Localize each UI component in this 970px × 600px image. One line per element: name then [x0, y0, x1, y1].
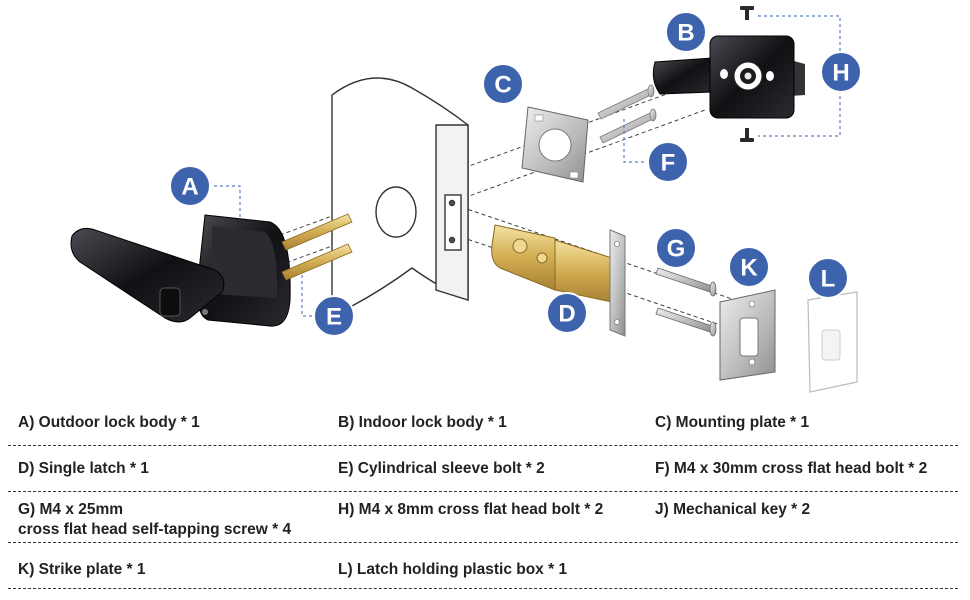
part-a-label: A) Outdoor lock body * 1 — [18, 414, 200, 431]
badge-f: F — [647, 141, 689, 183]
part-f-label: F) M4 x 30mm cross flat head bolt * 2 — [655, 460, 928, 477]
m4x8-bolts — [740, 6, 754, 142]
svg-text:K: K — [740, 255, 758, 282]
parts-row: G) M4 x 25mm cross flat head self-tappin… — [8, 492, 958, 543]
badge-c: C — [482, 63, 524, 105]
parts-row: K) Strike plate * 1 L) Latch holding pla… — [8, 543, 958, 589]
indoor-lock-body — [652, 35, 805, 119]
badge-l: L — [807, 257, 849, 299]
badge-g: G — [655, 227, 697, 269]
svg-text:H: H — [832, 60, 849, 87]
part-g-label: G) M4 x 25mm cross flat head self-tappin… — [18, 501, 292, 538]
part-h-label: H) M4 x 8mm cross flat head bolt * 2 — [338, 501, 604, 518]
self-tapping-screws — [655, 267, 717, 337]
part-c-label: C) Mounting plate * 1 — [655, 414, 810, 431]
badge-d: D — [546, 292, 588, 334]
badge-b: B — [665, 11, 707, 53]
badge-h: H — [820, 51, 862, 93]
leader-lines — [208, 15, 841, 317]
part-b-label: B) Indoor lock body * 1 — [338, 414, 507, 431]
latch-plastic-box — [807, 291, 858, 393]
svg-text:B: B — [677, 20, 694, 47]
badge-k: K — [728, 246, 770, 288]
m4x30-bolts — [597, 84, 657, 144]
cylindrical-sleeve-bolts — [281, 213, 353, 281]
part-l-label: L) Latch holding plastic box * 1 — [338, 561, 568, 578]
svg-text:E: E — [326, 304, 342, 331]
svg-text:C: C — [494, 72, 511, 99]
svg-text:G: G — [667, 236, 686, 263]
single-latch — [491, 224, 626, 337]
parts-row: A) Outdoor lock body * 1 B) Indoor lock … — [8, 400, 958, 446]
svg-text:F: F — [661, 150, 676, 177]
exploded-assembly-diagram: A B C D E F G H K L — [70, 6, 862, 393]
part-d-label: D) Single latch * 1 — [18, 460, 149, 477]
svg-text:A: A — [181, 174, 198, 201]
mounting-plate — [521, 106, 589, 183]
svg-text:D: D — [558, 301, 575, 328]
strike-plate — [719, 289, 776, 381]
door-outline — [331, 77, 469, 307]
parts-list-table: A) Outdoor lock body * 1 B) Indoor lock … — [0, 400, 970, 600]
outdoor-lock-body — [70, 214, 291, 327]
svg-text:L: L — [821, 266, 836, 293]
badge-e: E — [313, 295, 355, 337]
part-j-label: J) Mechanical key * 2 — [655, 501, 811, 518]
parts-row: D) Single latch * 1 E) Cylindrical sleev… — [8, 446, 958, 492]
part-k-label: K) Strike plate * 1 — [18, 561, 146, 578]
part-e-label: E) Cylindrical sleeve bolt * 2 — [338, 460, 545, 477]
badge-a: A — [169, 165, 211, 207]
